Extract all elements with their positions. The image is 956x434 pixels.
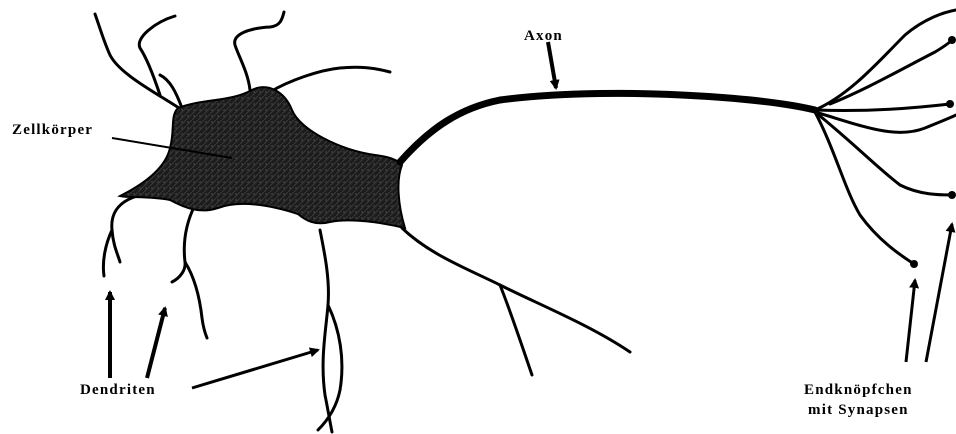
synaptic-knob (946, 100, 954, 108)
synaptic-knob (948, 191, 956, 199)
cell-body (120, 87, 405, 228)
dendrite-branch (112, 195, 140, 262)
label-terminals-line1: Endknöpfchen (804, 382, 913, 398)
dendrite-branch (270, 67, 390, 92)
label-cell-body: Zellkörper (12, 122, 93, 138)
terminal-branch (815, 10, 956, 110)
dendrite-branch (172, 205, 195, 282)
synaptic-knob (948, 36, 956, 44)
label-axon: Axon (524, 28, 563, 44)
dendrite-branch (185, 262, 207, 338)
dendrite-arrow (192, 350, 318, 388)
axon-terminals (815, 10, 956, 268)
synaptic-knob (910, 260, 918, 268)
dendrite-branch (95, 14, 182, 110)
terminal-branch (815, 112, 914, 264)
terminal-branch (815, 104, 950, 111)
label-dendrites: Dendriten (80, 382, 156, 398)
terminal-arrow (906, 280, 915, 362)
dendrite-branch (103, 230, 112, 276)
dendrite-arrow (147, 308, 165, 378)
axon-arrow (548, 42, 556, 88)
axon-collateral (402, 228, 630, 352)
axon (400, 93, 815, 375)
terminal-arrow (926, 224, 952, 362)
dendrite-branch (320, 230, 332, 432)
label-terminals-line2: mit Synapsen (808, 402, 909, 418)
axon-main (400, 93, 815, 162)
dendrite-branch (235, 12, 284, 90)
